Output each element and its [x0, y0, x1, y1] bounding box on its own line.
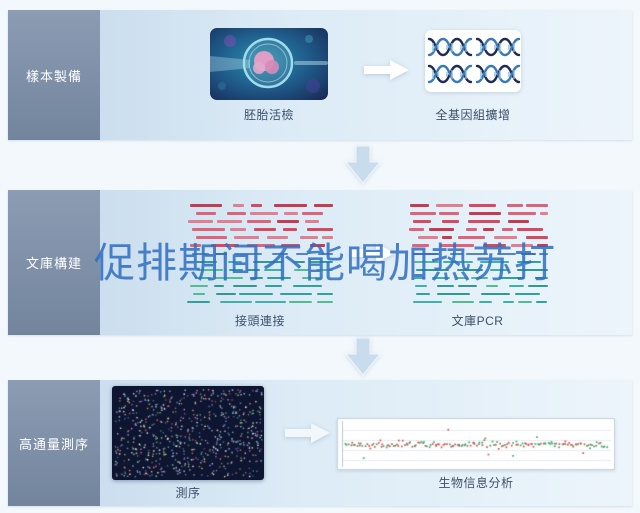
- row-label-text: 文庫構建: [25, 256, 82, 271]
- caption-sequencing: 測序: [175, 486, 201, 500]
- embryo-biopsy-image: [210, 28, 328, 100]
- row-label-text: 樣本製備: [25, 68, 82, 84]
- pipette-icon: [210, 56, 250, 72]
- row-sample-preparation: 樣本製備 胚胎活檢: [8, 10, 632, 140]
- caption-adapter-ligation: 接頭連接: [234, 314, 285, 328]
- caption-bioinformatics-analysis: 生物信息分析: [438, 476, 514, 490]
- biopsy-needle-icon: [294, 61, 328, 65]
- row-label-sample-preparation: 樣本製備: [8, 10, 100, 140]
- arrow-right-icon: [350, 243, 395, 263]
- library-pcr-reads: [405, 202, 550, 307]
- row-label-high-throughput-sequencing: 高通量測序: [8, 380, 100, 506]
- row-label-text: 高通量測序: [18, 436, 89, 452]
- dna-helix-icon: [427, 37, 521, 84]
- row-label-library-construction: 文庫構建: [8, 190, 100, 335]
- arrow-right-icon: [285, 423, 330, 443]
- row-high-throughput-sequencing: 高通量測序 測序 生物信息分析: [8, 380, 632, 506]
- caption-library-pcr: 文庫PCR: [451, 314, 504, 328]
- bioinformatics-plot: [337, 418, 615, 470]
- caption-whole-genome-amplification: 全基因組擴增: [435, 108, 511, 122]
- row-library-construction: 文庫構建 接頭連接 文庫PCR: [8, 190, 632, 335]
- dna-amplification-card: [425, 30, 521, 92]
- caption-embryo-biopsy: 胚胎活檢: [243, 108, 294, 122]
- arrow-down-icon: [345, 338, 381, 376]
- sequencing-flowcell-image: [112, 386, 264, 480]
- adapter-ligation-reads: [185, 202, 335, 307]
- watermark-text: 促排期间不能喝加热苏打: [94, 240, 556, 286]
- arrow-down-icon: [345, 146, 381, 184]
- arrow-right-icon: [364, 60, 409, 80]
